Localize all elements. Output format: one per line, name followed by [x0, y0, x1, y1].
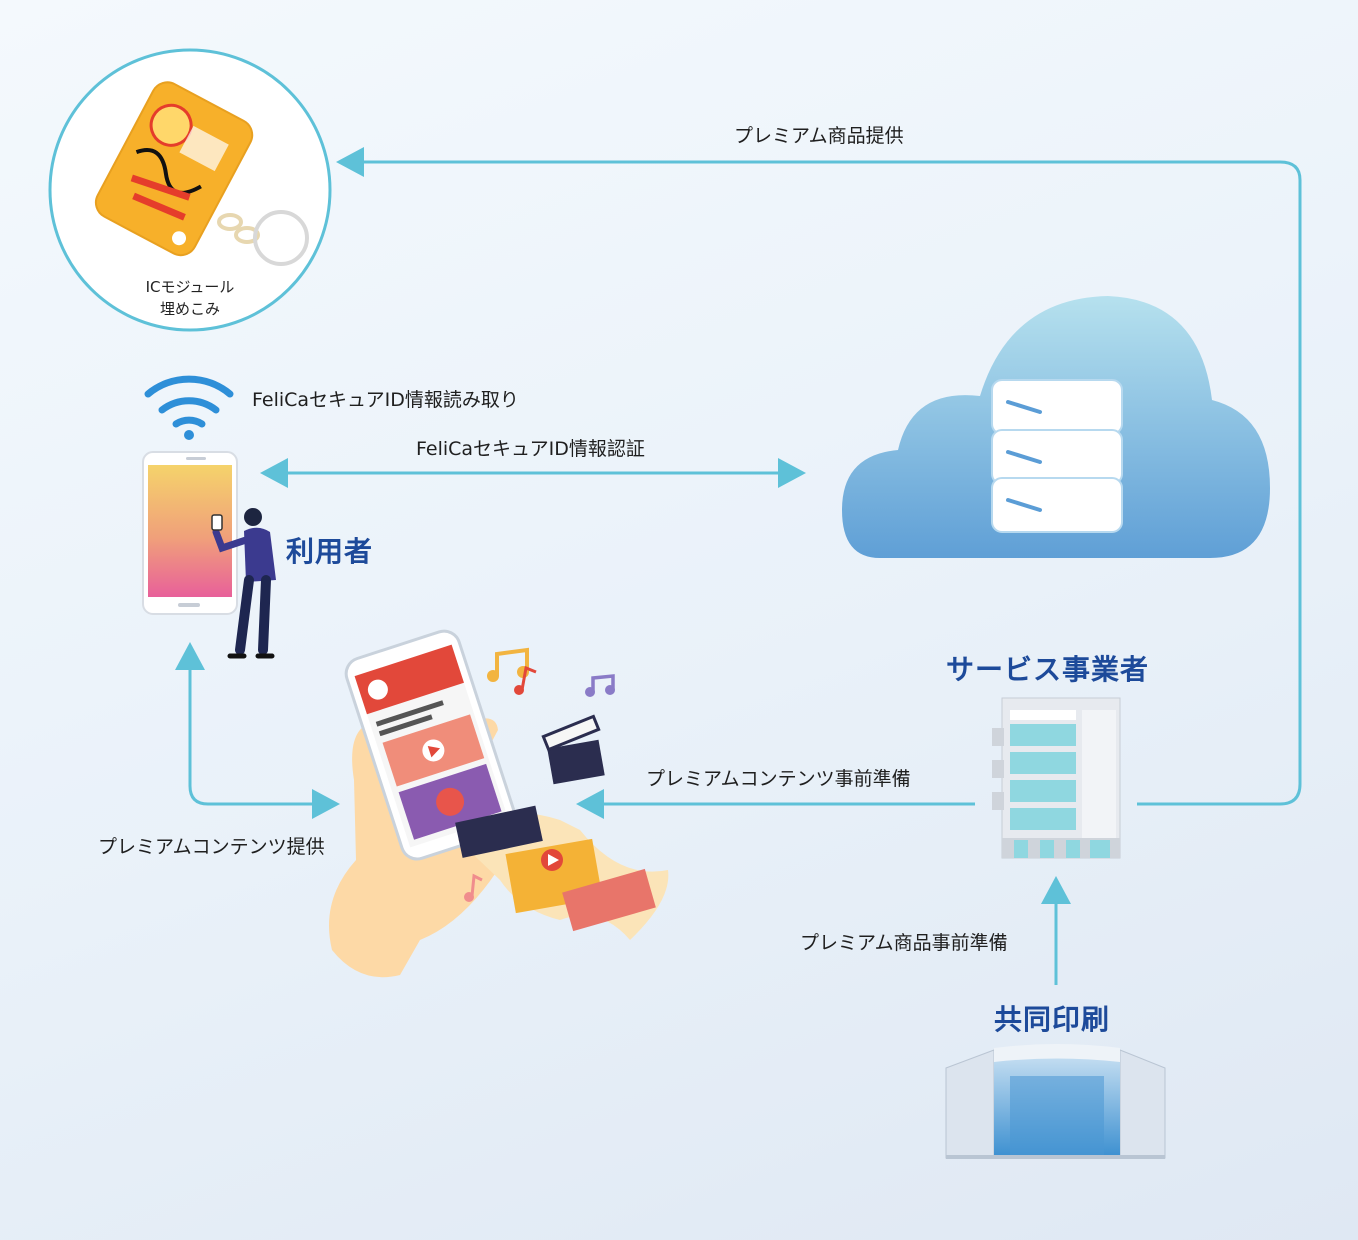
- wifi-dot: [184, 430, 194, 440]
- cloud-server-icon: [842, 296, 1270, 558]
- actor-printer: 共同印刷: [994, 1003, 1111, 1036]
- actor-user: 利用者: [286, 535, 374, 568]
- wifi-icon: [144, 375, 234, 428]
- ic-keychain-illustration: [48, 48, 332, 332]
- actor-service-provider: サービス事業者: [946, 653, 1150, 686]
- keychain-caption: ICモジュール 埋めこみ: [120, 276, 260, 320]
- person-icon: [211, 508, 276, 659]
- label-content-supply: プレミアムコンテンツ提供: [98, 836, 325, 858]
- keychain-caption-line1: ICモジュール: [145, 278, 235, 296]
- clapperboard-icon: [541, 714, 605, 785]
- arrow-content-preparation: [576, 789, 975, 819]
- label-content-preparation: プレミアムコンテンツ事前準備: [646, 768, 911, 790]
- arrow-premium-goods-supply: [358, 160, 1302, 806]
- label-felica-read: FeliCaセキュアID情報読み取り: [252, 389, 519, 411]
- label-premium-goods-supply: プレミアム商品提供: [734, 125, 904, 147]
- arrow-content-supply: [175, 642, 340, 819]
- music-note-icon: [464, 647, 615, 902]
- label-felica-auth: FeliCaセキュアID情報認証: [416, 438, 645, 460]
- label-goods-preparation: プレミアム商品事前準備: [800, 932, 1008, 954]
- keychain-caption-line2: 埋めこみ: [159, 300, 220, 318]
- office-building-icon: [992, 697, 1121, 859]
- smartphone-icon: [142, 451, 238, 615]
- arrow-goods-preparation: [1041, 876, 1071, 985]
- arrowhead-premium-goods: [336, 147, 364, 177]
- arrow-felica-auth-bidirectional: [260, 458, 806, 488]
- hand-with-smartphone-illustration: [329, 629, 669, 978]
- printer-headquarters-icon: [945, 1044, 1166, 1159]
